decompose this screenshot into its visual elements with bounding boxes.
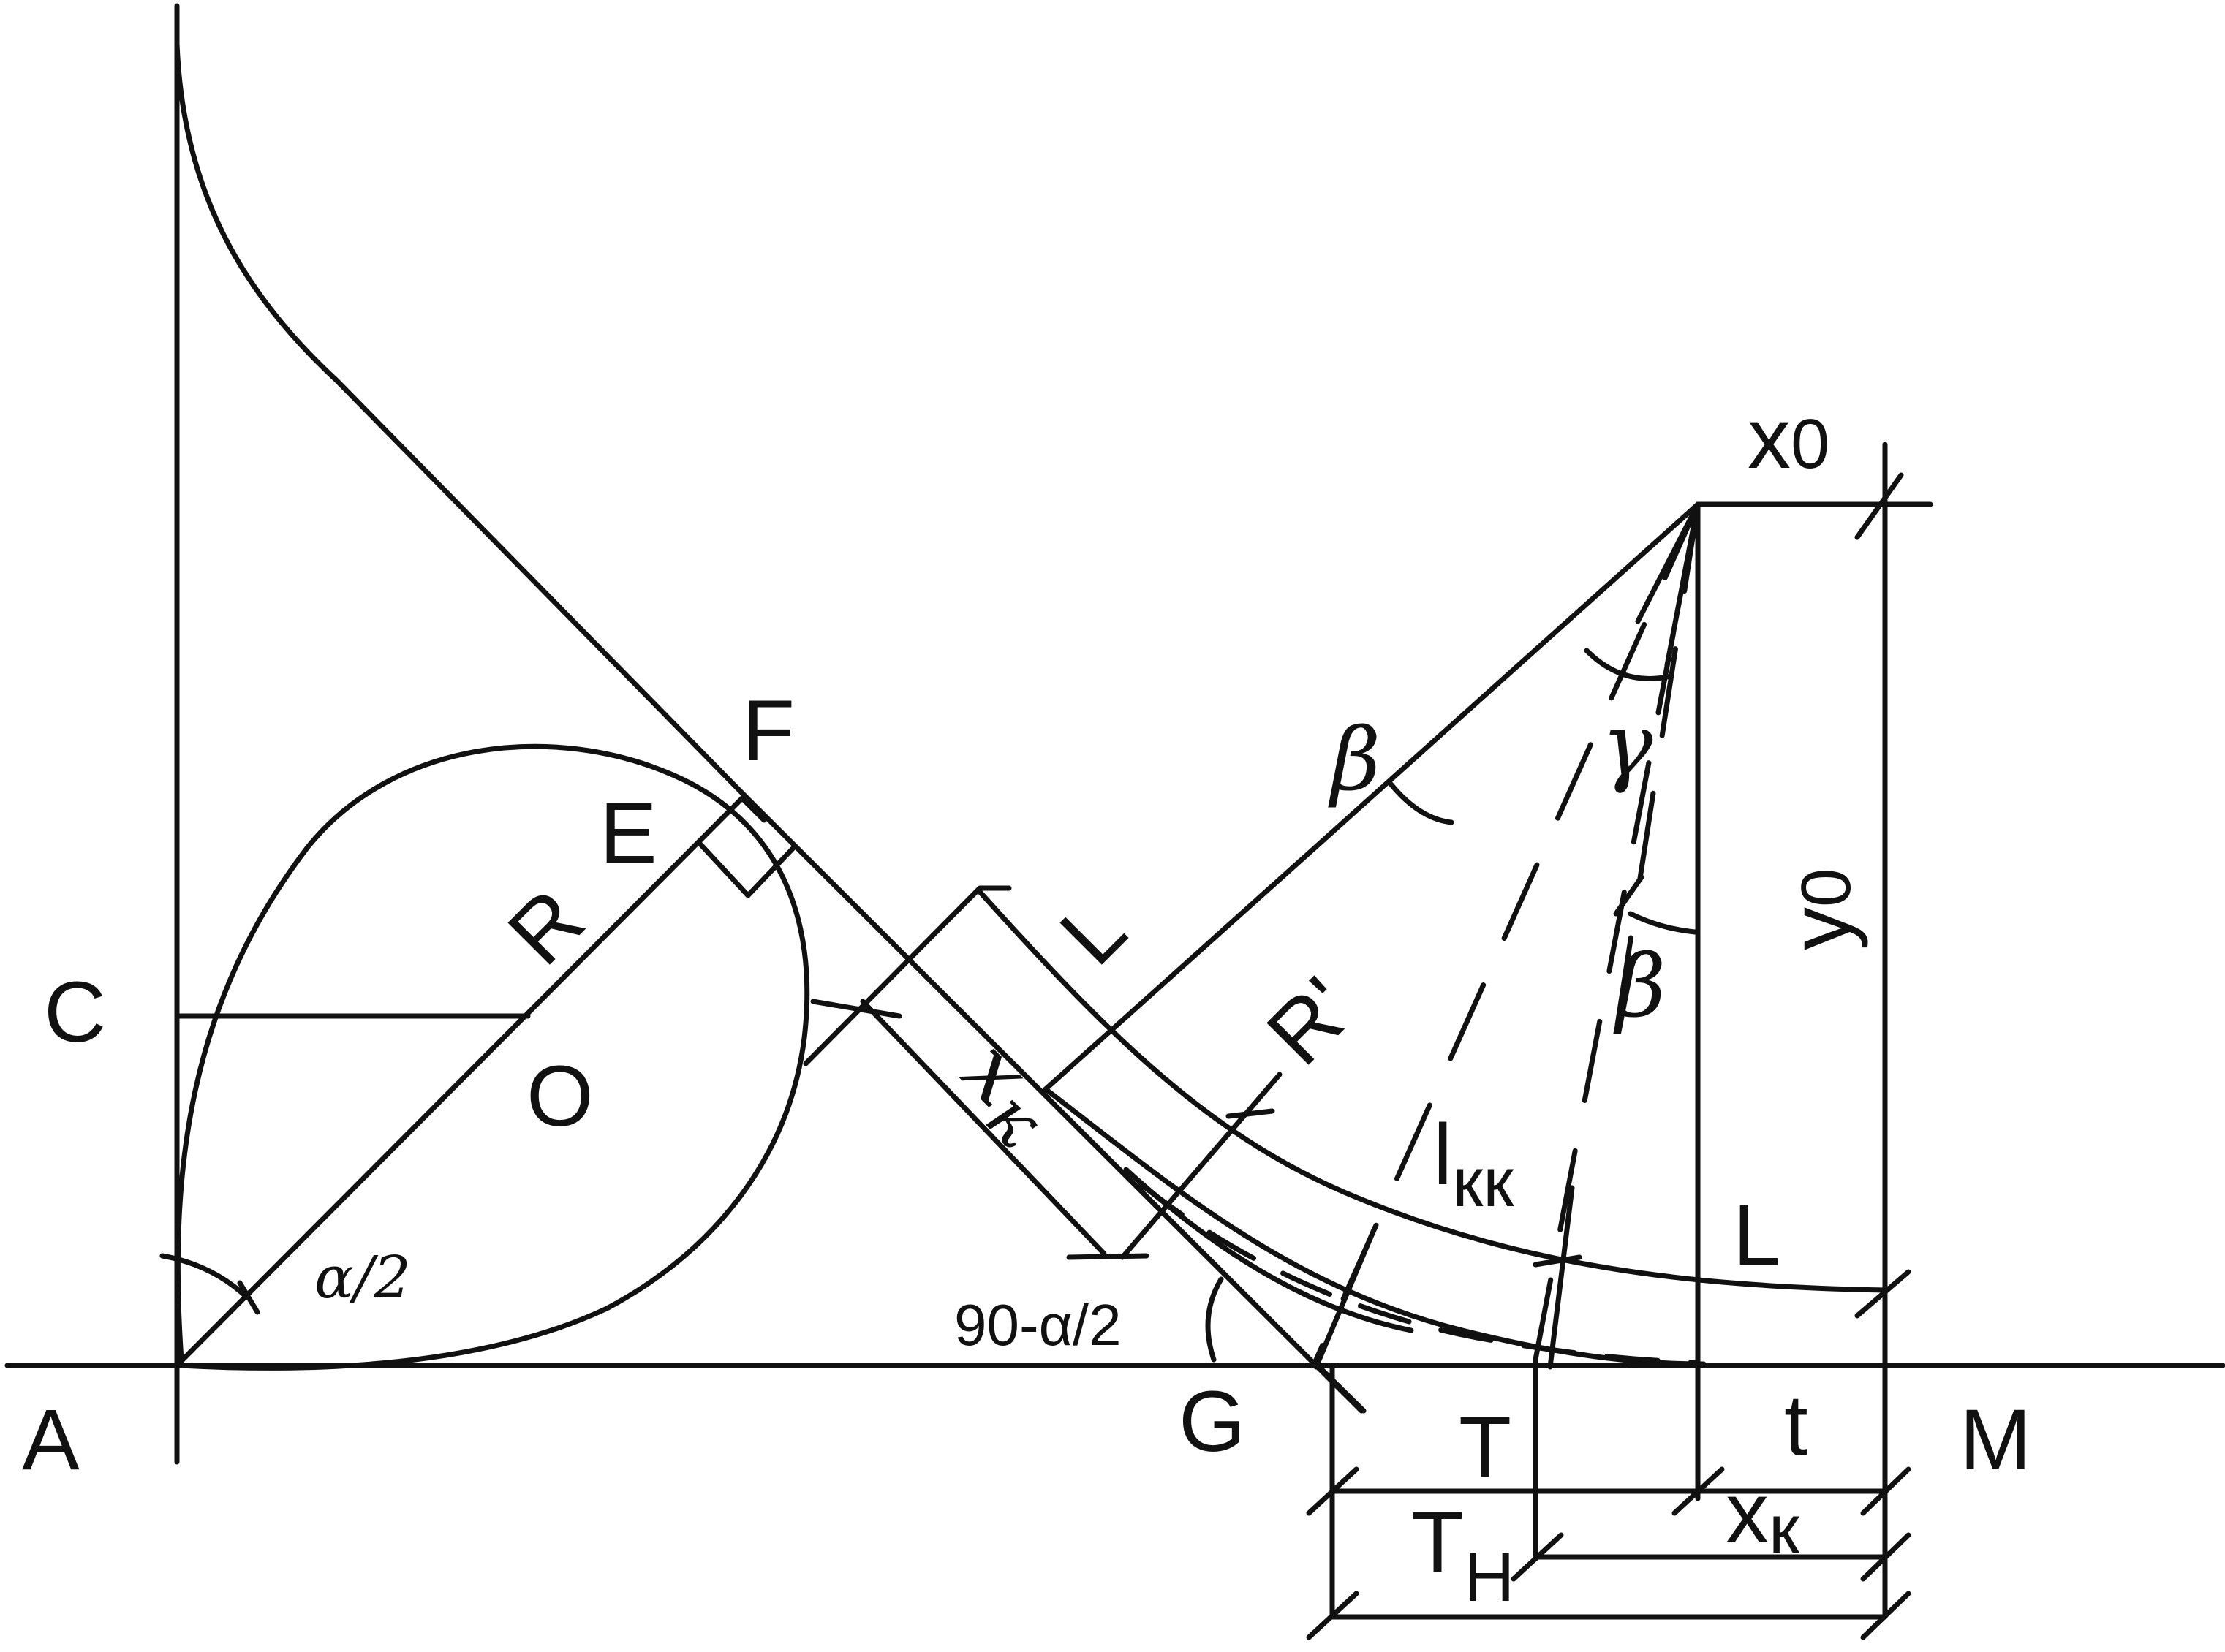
- g-end-tick: [1313, 1361, 1367, 1414]
- label-Tn: TН: [1411, 1494, 1514, 1616]
- label-t: t: [1784, 1377, 1808, 1474]
- curve-tick-3: [1533, 1254, 1582, 1268]
- dim-tick-6: [1306, 1591, 1359, 1640]
- dashed-radial-1: [1313, 501, 1701, 1363]
- label-beta-top: β: [1328, 709, 1380, 810]
- right-angle-mark-e: [698, 841, 796, 898]
- dim-tick-7: [1860, 1591, 1911, 1640]
- offset-foot: [1066, 1253, 1149, 1260]
- label-a: A: [22, 1392, 80, 1488]
- angle-arc-beta-right: [1628, 911, 1698, 935]
- label-g: G: [1179, 1373, 1246, 1470]
- curve-tick-l: [1854, 1269, 1911, 1319]
- label-e: E: [600, 785, 657, 882]
- radius-prime-tick: [1225, 1108, 1275, 1119]
- label-gamma: γ: [1601, 694, 1653, 795]
- angle-arc-gamma: [1584, 648, 1674, 681]
- label-beta-right: β: [1613, 936, 1666, 1037]
- curve-tick-1: [1313, 1225, 1378, 1370]
- angle-arc-ninety: [1205, 1276, 1224, 1363]
- tick-e: [739, 795, 767, 823]
- radius-prime-lower: [1119, 1072, 1283, 1260]
- label-m: M: [1960, 1392, 2031, 1488]
- fan-ray-1: [1635, 501, 1701, 624]
- transition-curve-outer: [977, 889, 1889, 1293]
- angle-tick-a1: [237, 1280, 260, 1315]
- dim-tick-1: [1306, 1466, 1359, 1516]
- segment-ae: [176, 795, 745, 1366]
- dashed-radial-3: [1606, 501, 1701, 1085]
- label-T: T: [1459, 1399, 1511, 1496]
- curve-tick-2: [1547, 1185, 1575, 1370]
- label-xk: xк: [1726, 1465, 1800, 1569]
- circle-arc: [175, 743, 810, 1371]
- fan-ray-2: [1664, 501, 1701, 668]
- label-xk-diag: xк: [936, 1020, 1079, 1163]
- label-r-prime: R': [1249, 959, 1373, 1083]
- label-c: C: [44, 964, 106, 1061]
- offset-tick-1: [810, 999, 902, 1019]
- angle-arc-alpha-half: [159, 1253, 250, 1300]
- label-l-right: L: [1733, 1187, 1781, 1284]
- offset-bracket: [803, 885, 1012, 1066]
- transition-curve-inner-3: [1138, 1181, 1699, 1365]
- line-f-g: [743, 794, 1364, 1414]
- dim-tick-5: [1860, 1532, 1911, 1582]
- radius-prime-line: [1043, 501, 1701, 1092]
- beta-right-ray: [1613, 874, 1644, 917]
- dim-tick-2: [1671, 1466, 1725, 1516]
- label-alpha-half: α/2: [314, 1243, 411, 1311]
- label-r: R: [490, 871, 602, 983]
- label-f: F: [742, 683, 795, 779]
- angle-arc-beta-top: [1386, 779, 1454, 825]
- label-ninety-minus: 90-α/2: [954, 1292, 1122, 1357]
- x0-tick: [1854, 472, 1904, 540]
- dim-tick-3: [1860, 1466, 1911, 1516]
- upper-transition-curve: [174, 41, 749, 800]
- label-lkk: lкк: [1433, 1107, 1514, 1221]
- label-l-upper: L: [1042, 881, 1144, 983]
- label-y0: y0: [1772, 868, 1869, 950]
- label-x0: x0: [1748, 390, 1829, 487]
- dim-tick-4: [1511, 1532, 1564, 1582]
- label-o: O: [526, 1048, 594, 1145]
- offset-parallel: [860, 999, 1107, 1257]
